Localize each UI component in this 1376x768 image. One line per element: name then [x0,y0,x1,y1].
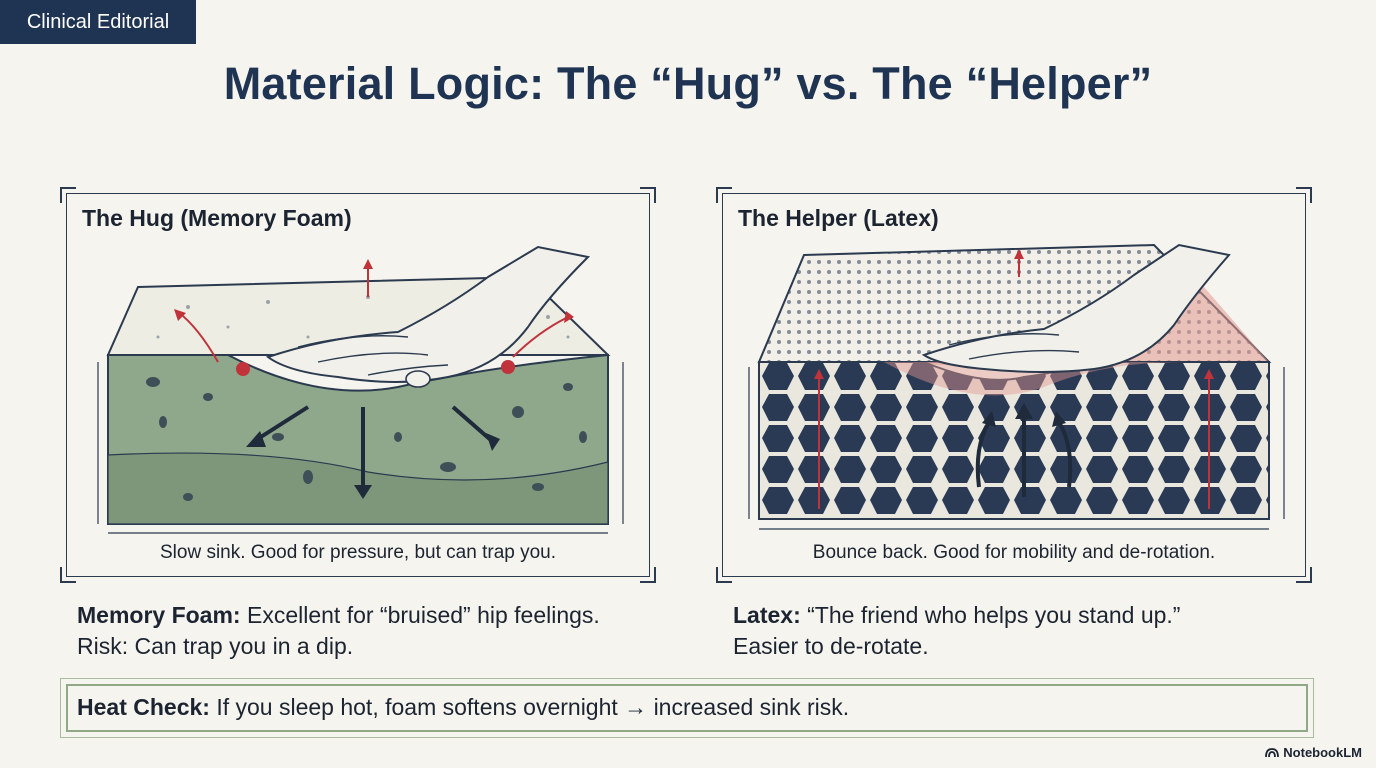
frame-corner [1296,567,1312,583]
panel-caption: Bounce back. Good for mobility and de-ro… [812,542,1216,563]
panel-border [722,193,1306,577]
page-title: Material Logic: The “Hug” vs. The “Helpe… [223,58,1153,109]
memory-foam-illustration [97,245,624,534]
frame-corner [1296,187,1312,203]
panel-border [66,193,650,577]
frame-corner [716,187,732,203]
panel-heading: The Hug (Memory Foam) [82,205,352,231]
description-line: Memory Foam: Excellent for “bruised” hip… [77,600,600,631]
description-label: Latex: [733,602,801,628]
latex-panel: The Helper (Latex) [716,187,1312,583]
notebooklm-icon [1265,748,1280,758]
memory-foam-description: Memory Foam: Excellent for “bruised” hip… [77,600,600,662]
description-label: Memory Foam: [77,602,241,628]
description-line: Latex: “The friend who helps you stand u… [733,600,1180,631]
panel-frame [716,187,1312,583]
memory-foam-panel: The Hug (Memory Foam) [60,187,656,583]
frame-corner [640,567,656,583]
brand-name: NotebookLM [1283,745,1362,760]
description-risk: Risk: Can trap you in a dip. [77,633,354,659]
latex-description: Latex: “The friend who helps you stand u… [733,600,1180,662]
section-tag: Clinical Editorial [0,0,196,44]
frame-corner [60,567,76,583]
description-benefit: Easier to de-rotate. [733,633,929,659]
frame-corner [716,567,732,583]
latex-illustration [748,243,1285,530]
heat-check-text: Heat Check: If you sleep hot, foam softe… [77,694,849,721]
heat-check-box: Heat Check: If you sleep hot, foam softe… [60,678,1314,738]
brand-watermark: NotebookLM [1265,745,1362,760]
heat-check-label: Heat Check: [77,694,210,720]
heat-check-message: If you sleep hot, foam softens overnight… [209,694,850,720]
panel-caption: Slow sink. Good for pressure, but can tr… [159,542,557,563]
frame-corner [640,187,656,203]
heat-check-inner-frame [66,684,1308,732]
heat-check-frame [60,678,1314,738]
description-text: “The friend who helps you stand up.” [800,602,1181,628]
description-text: Excellent for “bruised” hip feelings. [240,602,600,628]
panel-heading: The Helper (Latex) [738,205,939,231]
panel-frame [60,187,656,583]
frame-corner [60,187,76,203]
